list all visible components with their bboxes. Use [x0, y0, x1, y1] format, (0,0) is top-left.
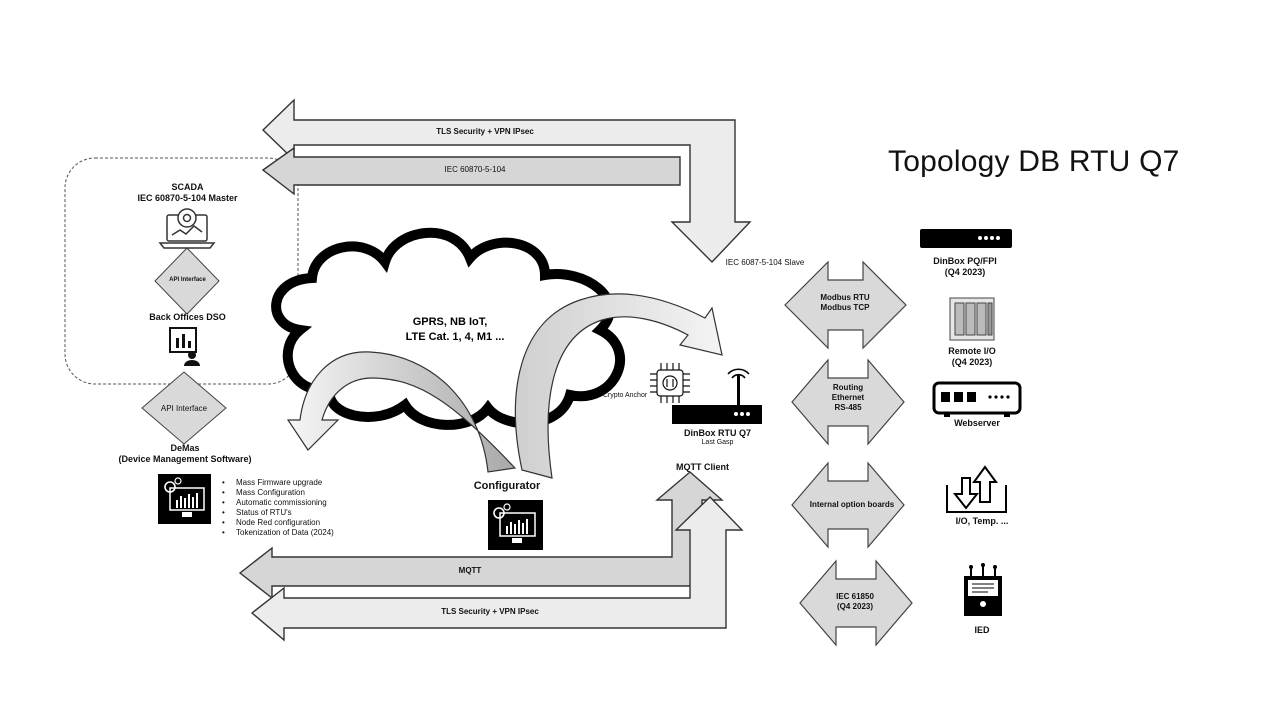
demas-subtitle: (Device Management Software) [118, 454, 252, 465]
laptop-gear-icon [158, 208, 216, 249]
api-small-label: API Interface [169, 277, 206, 283]
demas-label: DeMas (Device Management Software) [95, 443, 275, 466]
interface-line: Modbus TCP [820, 303, 870, 312]
scada-title: SCADA [171, 182, 204, 192]
list-item: Mass Configuration [222, 488, 334, 498]
device-subtitle: (Q4 2023) [944, 267, 986, 278]
configurator-label: Configurator [473, 480, 541, 492]
io-temp-label: I/O, Temp. ... [955, 516, 1009, 526]
dinbox-rtu-subtitle: Last Gasp [701, 439, 734, 447]
page-title: Topology DB RTU Q7 [888, 145, 1180, 178]
slave-label: IEC 6087-5-104 Slave [725, 258, 805, 267]
mqtt-bottom-label: MQTT [458, 566, 482, 575]
crypto-anchor-label: Crypto Anchor [602, 392, 648, 399]
api-diamond-large [141, 371, 227, 445]
dinbox-pq-icon [920, 229, 1012, 248]
interface-line: Internal option boards [809, 500, 895, 509]
interface-line: IEC 61850 [836, 592, 874, 601]
demas-feature-list: Mass Firmware upgrade Mass Configuration… [222, 478, 334, 538]
ied-icon [964, 563, 1002, 616]
dinbox-rtu-label: DinBox RTU Q7 Last Gasp [670, 428, 765, 448]
interface-arrow-routing [791, 358, 905, 446]
api-diamond-small [154, 247, 220, 315]
scada-subtitle: IEC 60870-5-104 Master [137, 193, 238, 204]
tls-bottom-arrow [250, 496, 744, 642]
list-item: Automatic commissioning [222, 498, 334, 508]
interface-arrow-iec61850 [799, 559, 913, 647]
list-item: Mass Firmware upgrade [222, 478, 334, 488]
curved-arrow-right [514, 293, 723, 479]
router-icon [672, 368, 762, 424]
iec-top-arrow [261, 146, 681, 196]
webserver-label: Webserver [954, 418, 1000, 428]
remote-io-label: Remote I/O (Q4 2023) [922, 346, 1022, 369]
curved-arrow-left [286, 351, 517, 473]
dinbox-pq-label: DinBox PQ/FPI (Q4 2023) [915, 256, 1015, 279]
back-offices-label: Back Offices DSO [149, 312, 226, 322]
interface-option-label: Internal option boards [796, 500, 908, 510]
interface-modbus-label: Modbus RTU Modbus TCP [800, 293, 890, 313]
interface-line: Ethernet [831, 393, 865, 402]
webserver-icon [932, 381, 1022, 417]
interface-line: RS-485 [834, 403, 862, 412]
remote-io-icon [949, 297, 995, 341]
list-item: Node Red configuration [222, 518, 334, 528]
interface-line: Routing [832, 383, 864, 392]
mqtt-bottom-arrow [238, 471, 724, 600]
tls-top-label: TLS Security + VPN IPsec [436, 127, 534, 136]
interface-routing-label: Routing Ethernet RS-485 [803, 383, 893, 413]
interface-line: Modbus RTU [820, 293, 870, 302]
interface-arrow-modbus [784, 260, 907, 350]
scada-label: SCADA IEC 60870-5-104 Master [120, 182, 255, 205]
interface-iec61850-label: IEC 61850 (Q4 2023) [810, 592, 900, 612]
demas-title: DeMas [170, 443, 200, 453]
person-chart-icon [169, 327, 200, 366]
dinbox-rtu-title: DinBox RTU Q7 [683, 428, 751, 438]
crypto-chip-icon [650, 363, 690, 403]
iec-top-label: IEC 60870-5-104 [444, 165, 506, 174]
list-item: Status of RTU's [222, 508, 334, 518]
api-large-label: API Interface [160, 404, 208, 413]
demas-monitor-icon [158, 474, 211, 524]
back-office-boundary [64, 157, 299, 385]
ied-label: IED [974, 625, 990, 635]
list-item: Tokenization of Data (2024) [222, 528, 334, 538]
device-subtitle: (Q4 2023) [951, 357, 993, 368]
tls-bottom-label: TLS Security + VPN IPsec [441, 607, 539, 616]
cloud-label-2: LTE Cat. 1, 4, M1 ... [406, 331, 505, 343]
device-title: Remote I/O [948, 346, 996, 356]
tls-top-arrow [261, 98, 752, 264]
mqtt-client-label: MQTT Client [676, 462, 729, 472]
interface-line: (Q4 2023) [836, 602, 874, 611]
device-title: DinBox PQ/FPI [933, 256, 997, 266]
io-arrows-icon [946, 465, 1007, 513]
cloud-label-1: GPRS, NB IoT, [413, 316, 488, 328]
configurator-monitor-icon [488, 500, 543, 550]
interface-arrow-option [791, 461, 905, 549]
